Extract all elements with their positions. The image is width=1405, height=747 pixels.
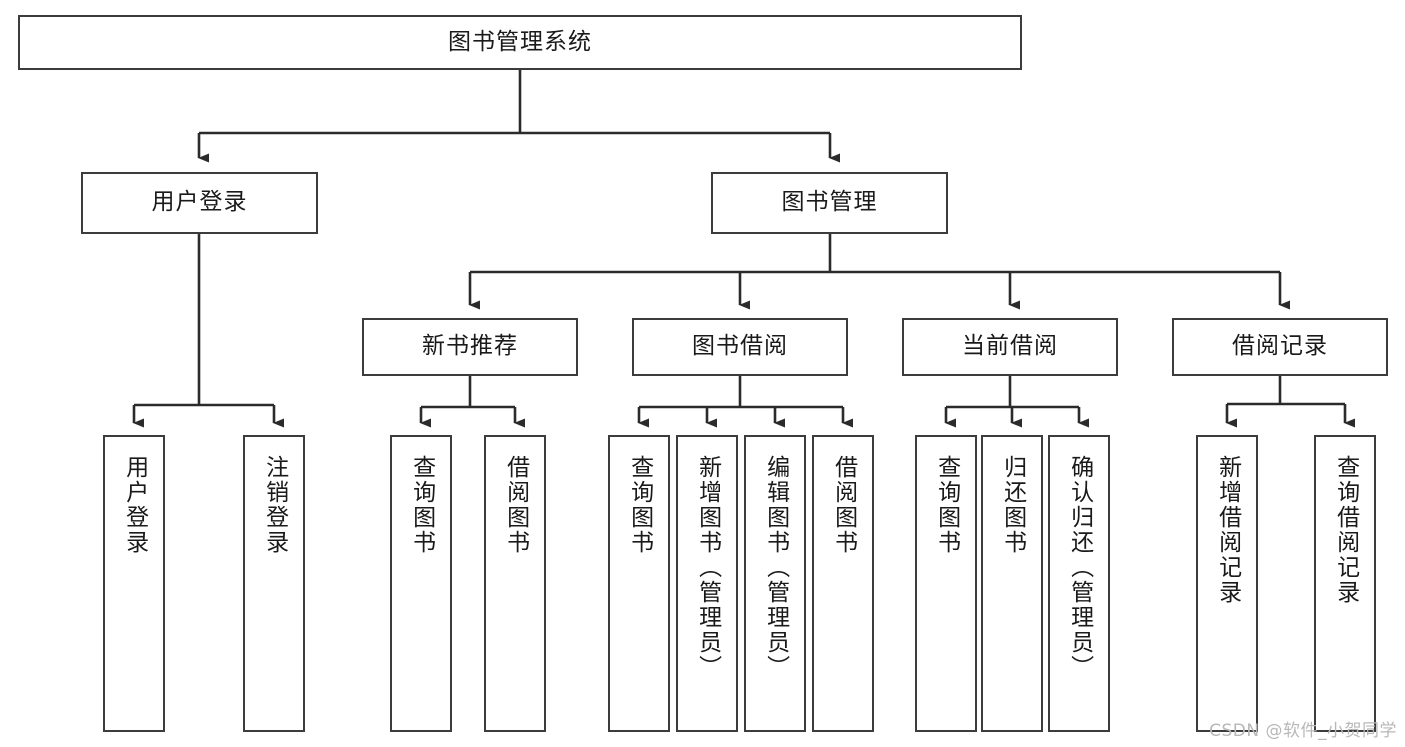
watermark: CSDN @软件_小贺同学 xyxy=(1209,721,1397,741)
node-label: 确认归还（管理员） xyxy=(1066,455,1093,680)
node-label: 新增图书（管理员） xyxy=(694,455,721,680)
node-root-book-management-system[interactable]: 图书管理系统 xyxy=(18,15,1022,70)
leaf-borrow-borrow-book[interactable]: 借阅图书 xyxy=(812,435,874,732)
node-label: 编辑图书（管理员） xyxy=(762,455,789,680)
node-book-borrow[interactable]: 图书借阅 xyxy=(632,318,848,376)
leaf-record-add-borrow-record[interactable]: 新增借阅记录 xyxy=(1196,435,1258,732)
node-label: 图书管理系统 xyxy=(448,28,592,55)
node-label: 借阅记录 xyxy=(1232,333,1328,360)
leaf-user-logout[interactable]: 注销登录 xyxy=(243,435,305,732)
node-label: 新增借阅记录 xyxy=(1214,455,1241,605)
node-current-borrow[interactable]: 当前借阅 xyxy=(902,318,1118,376)
node-label: 图书借阅 xyxy=(692,333,788,360)
leaf-current-return-book[interactable]: 归还图书 xyxy=(981,435,1043,732)
leaf-borrow-add-book-admin[interactable]: 新增图书（管理员） xyxy=(676,435,738,732)
leaf-user-login[interactable]: 用户登录 xyxy=(103,435,165,732)
leaf-borrow-edit-book-admin[interactable]: 编辑图书（管理员） xyxy=(744,435,806,732)
leaf-current-confirm-return-admin[interactable]: 确认归还（管理员） xyxy=(1048,435,1110,732)
node-label: 查询借阅记录 xyxy=(1332,455,1359,605)
node-user-login[interactable]: 用户登录 xyxy=(81,172,318,234)
leaf-recommend-query-book[interactable]: 查询图书 xyxy=(390,435,452,732)
leaf-recommend-borrow-book[interactable]: 借阅图书 xyxy=(484,435,546,732)
node-label: 用户登录 xyxy=(151,189,248,216)
node-book-management[interactable]: 图书管理 xyxy=(711,172,948,234)
node-label: 注销登录 xyxy=(261,455,288,555)
leaf-borrow-query-book[interactable]: 查询图书 xyxy=(608,435,670,732)
node-label: 新书推荐 xyxy=(422,333,518,360)
node-label: 当前借阅 xyxy=(962,333,1058,360)
leaf-current-query-book[interactable]: 查询图书 xyxy=(915,435,977,732)
node-label: 用户登录 xyxy=(121,455,148,555)
node-label: 图书管理 xyxy=(781,189,878,216)
node-label: 借阅图书 xyxy=(830,455,857,555)
leaf-record-query-borrow-record[interactable]: 查询借阅记录 xyxy=(1314,435,1376,732)
node-new-book-recommend[interactable]: 新书推荐 xyxy=(362,318,578,376)
node-label: 查询图书 xyxy=(408,455,435,555)
node-label: 查询图书 xyxy=(933,455,960,555)
node-label: 归还图书 xyxy=(999,455,1026,555)
node-borrow-record[interactable]: 借阅记录 xyxy=(1172,318,1388,376)
node-label: 查询图书 xyxy=(626,455,653,555)
node-label: 借阅图书 xyxy=(502,455,529,555)
